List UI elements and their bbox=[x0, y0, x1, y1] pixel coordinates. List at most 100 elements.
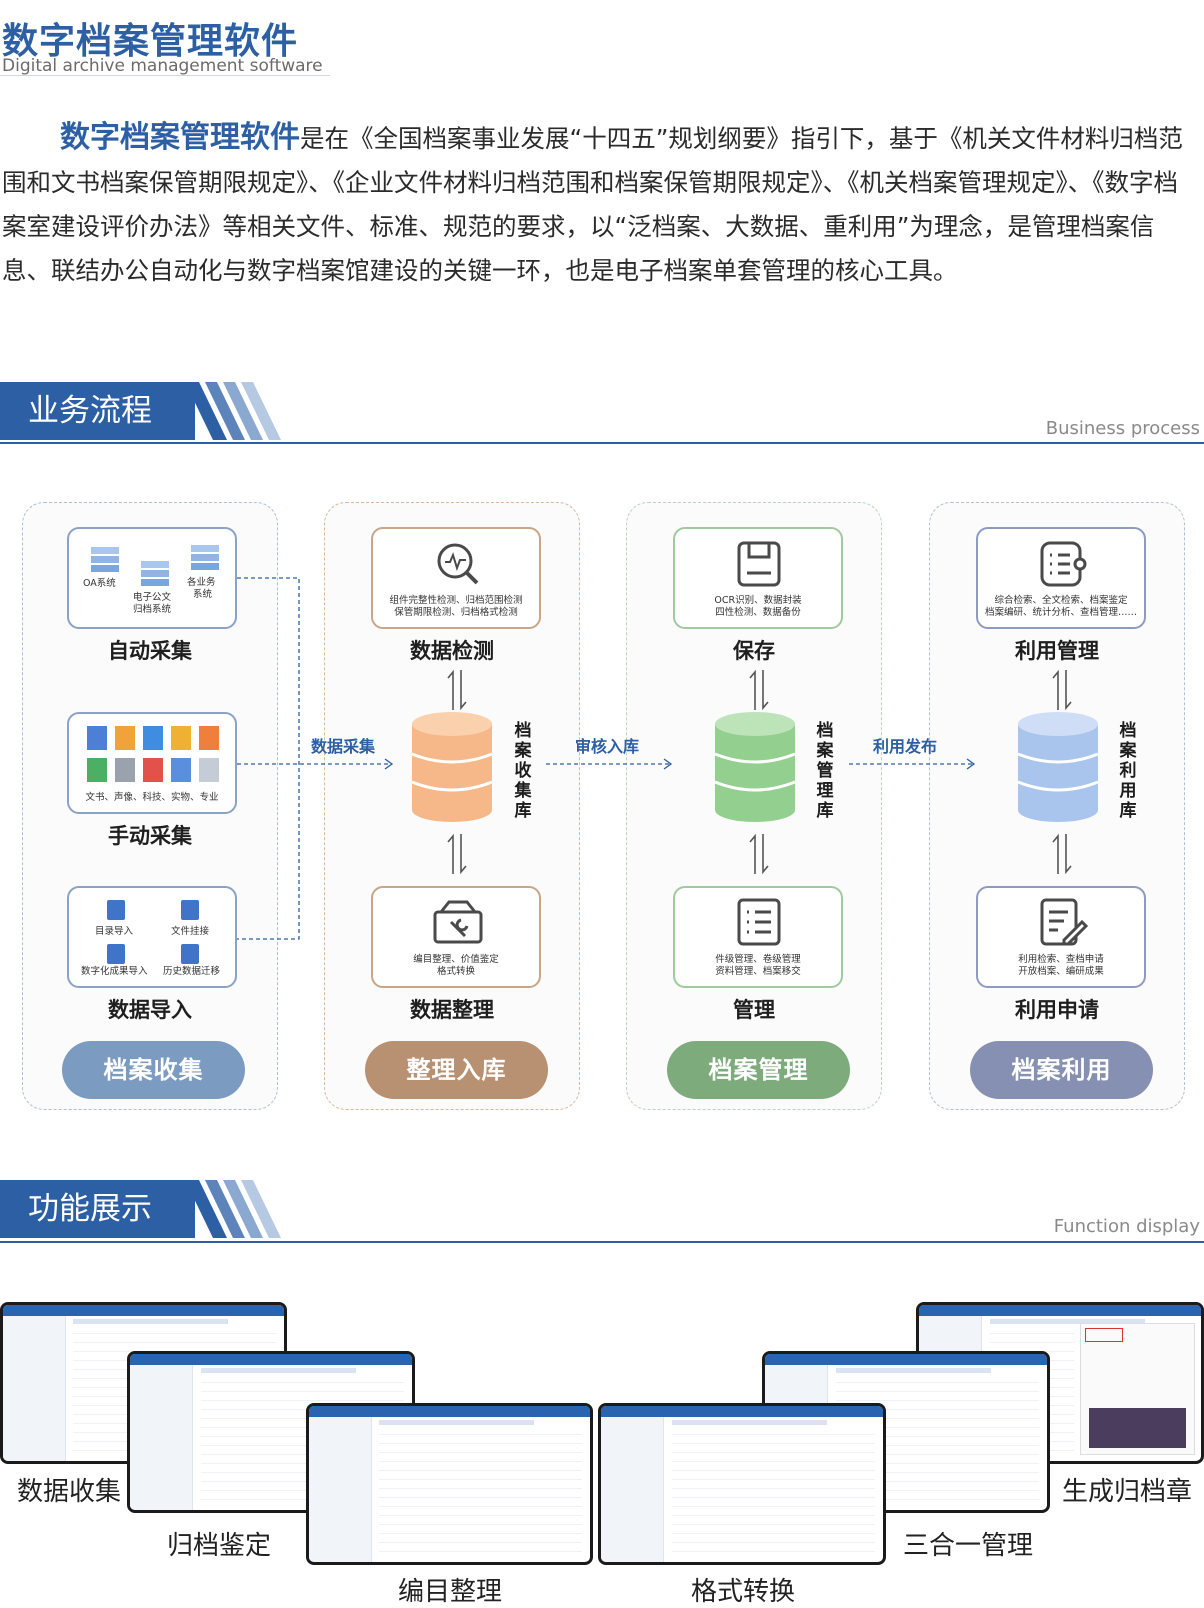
toolbox-icon bbox=[433, 900, 483, 944]
import-digitize: 数字化成果导入 bbox=[81, 966, 148, 977]
page-title: 数字档案管理软件 bbox=[2, 21, 299, 62]
bidirectional-arrow-icon bbox=[1052, 669, 1072, 711]
ppt-icon bbox=[199, 726, 219, 750]
use-line2: 档案编研、统计分析、查档管理…… bbox=[984, 607, 1137, 618]
bidirectional-arrow-icon bbox=[447, 833, 467, 875]
card-use-apply: 利用检索、查档申请 开放档案、编研成果 bbox=[976, 886, 1146, 988]
caption-catalog-sort: 编目整理 bbox=[398, 1577, 503, 1607]
section-header-bg bbox=[0, 1180, 195, 1238]
save-line2: 四性检测、数据备份 bbox=[715, 607, 801, 618]
import-catalog: 目录导入 bbox=[95, 926, 134, 937]
bidirectional-arrow-icon bbox=[1052, 833, 1072, 875]
screenshot-format-convert bbox=[598, 1403, 886, 1565]
section-rule bbox=[0, 442, 1204, 444]
file-type-icons bbox=[87, 726, 223, 784]
sort-line1: 编目整理、价值鉴定 bbox=[413, 954, 499, 965]
section-title-function: 功能展示 bbox=[28, 1191, 152, 1227]
card-data-check: 组件完整性检测、归档范围检测 保管期限检测、归档格式检测 bbox=[371, 527, 541, 629]
check-line1: 组件完整性检测、归档范围检测 bbox=[389, 595, 523, 606]
apply-line1: 利用检索、查档申请 bbox=[1018, 954, 1104, 965]
db-label-use: 档案利用库 bbox=[1119, 721, 1137, 821]
caption-archive-appraisal: 归档鉴定 bbox=[167, 1531, 272, 1561]
source-biz-line1: 各业务 bbox=[187, 577, 216, 588]
music-icon bbox=[115, 726, 135, 750]
image-icon bbox=[171, 726, 191, 750]
photo-thumbnail bbox=[1089, 1408, 1187, 1448]
step-manual-collect: 手动采集 bbox=[108, 824, 192, 848]
card-data-import: 目录导入 文件挂接 数字化成果导入 历史数据迁移 bbox=[67, 886, 237, 988]
card-save: OCR识别、数据封装 四性检测、数据备份 bbox=[673, 527, 843, 629]
word-icon bbox=[87, 726, 107, 750]
manage-line2: 资料管理、档案移交 bbox=[715, 966, 801, 977]
manual-file-types: 文书、声像、科技、实物、专业 bbox=[85, 792, 219, 803]
source-doc-line2: 归档系统 bbox=[133, 604, 172, 615]
apply-line2: 开放档案、编研成果 bbox=[1018, 966, 1104, 977]
step-manage: 管理 bbox=[733, 998, 775, 1022]
screenshot-catalog-sort bbox=[306, 1403, 593, 1565]
settings-list-icon bbox=[1040, 541, 1087, 587]
save-line1: OCR识别、数据封装 bbox=[714, 595, 802, 606]
manage-line1: 件级管理、卷级管理 bbox=[715, 954, 801, 965]
source-biz-line2: 系统 bbox=[193, 589, 213, 600]
review-arrow bbox=[546, 758, 673, 770]
bidirectional-arrow-icon bbox=[447, 669, 467, 711]
video-icon bbox=[143, 726, 163, 750]
sort-line2: 格式转换 bbox=[436, 966, 475, 977]
bidirectional-arrow-icon bbox=[749, 833, 769, 875]
step-use-manage: 利用管理 bbox=[1015, 639, 1099, 663]
section-subtitle-function: Function display bbox=[1053, 1216, 1200, 1237]
text-file-icon bbox=[115, 758, 135, 782]
server-icon bbox=[91, 547, 119, 572]
db-label-manage: 档案管理库 bbox=[816, 721, 834, 821]
section-header-bg bbox=[0, 382, 195, 440]
title-divider bbox=[0, 75, 330, 76]
arrow-label-review: 审核入库 bbox=[575, 737, 640, 756]
use-line1: 综合检索、全文检索、档案鉴定 bbox=[994, 595, 1128, 606]
step-data-check: 数据检测 bbox=[410, 639, 494, 663]
database-manage-icon bbox=[714, 712, 796, 822]
step-auto-collect: 自动采集 bbox=[108, 639, 192, 663]
seal-document-preview bbox=[1080, 1323, 1195, 1455]
section-subtitle-business: Business process bbox=[1045, 418, 1200, 439]
check-line2: 保管期限检测、归档格式检测 bbox=[394, 607, 518, 618]
stage-pill-manage: 档案管理 bbox=[667, 1041, 850, 1099]
catalog-import-icon bbox=[107, 900, 125, 920]
source-oa: OA系统 bbox=[83, 578, 116, 589]
step-data-import: 数据导入 bbox=[108, 998, 192, 1022]
section-title-business: 业务流程 bbox=[28, 393, 152, 429]
list-document-icon bbox=[737, 898, 781, 946]
collect-connector bbox=[237, 577, 394, 940]
card-use-manage: 综合检索、全文检索、档案鉴定 档案编研、统计分析、查档管理…… bbox=[976, 527, 1146, 629]
arrow-label-publish: 利用发布 bbox=[873, 737, 938, 756]
database-collect-icon bbox=[411, 712, 493, 822]
caption-data-collect: 数据收集 bbox=[17, 1477, 122, 1507]
database-use-icon bbox=[1017, 712, 1099, 822]
caption-archive-seal: 生成归档章 bbox=[1062, 1477, 1193, 1507]
edit-document-icon bbox=[1040, 898, 1088, 946]
publish-arrow bbox=[849, 758, 976, 770]
intro-highlight: 数字档案管理软件 bbox=[60, 120, 300, 155]
card-manage: 件级管理、卷级管理 资料管理、档案移交 bbox=[673, 886, 843, 988]
intro-paragraph: 数字档案管理软件是在《全国档案事业发展“十四五”规划纲要》指引下，基于《机关文件… bbox=[2, 116, 1200, 293]
intro-text: 是在《全国档案事业发展“十四五”规划纲要》指引下，基于《机关文件材料归档范围和文… bbox=[2, 124, 1183, 285]
arrow-label-collect: 数据采集 bbox=[311, 737, 376, 756]
pdf-icon bbox=[143, 758, 163, 782]
import-attach: 文件挂接 bbox=[171, 926, 210, 937]
db-label-collect: 档案收集库 bbox=[514, 721, 532, 821]
file-attach-icon bbox=[181, 900, 199, 920]
stage-pill-use: 档案利用 bbox=[970, 1041, 1153, 1099]
card-data-sort: 编目整理、价值鉴定 格式转换 bbox=[371, 886, 541, 988]
import-migrate: 历史数据迁移 bbox=[163, 966, 221, 977]
stage-pill-collect: 档案收集 bbox=[62, 1041, 245, 1099]
step-data-sort: 数据整理 bbox=[410, 998, 494, 1022]
server-icon bbox=[141, 561, 169, 586]
magnifier-pulse-icon bbox=[437, 543, 479, 585]
step-save: 保存 bbox=[733, 639, 775, 663]
floppy-disk-icon bbox=[737, 541, 781, 587]
card-auto-collect: OA系统 电子公文 归档系统 各业务 系统 bbox=[67, 527, 237, 629]
excel-icon bbox=[87, 758, 107, 782]
archive-seal-stamp bbox=[1085, 1328, 1124, 1342]
step-use-apply: 利用申请 bbox=[1015, 998, 1099, 1022]
section-header-stripes bbox=[185, 1180, 281, 1238]
stage-pill-sort: 整理入库 bbox=[365, 1041, 548, 1099]
